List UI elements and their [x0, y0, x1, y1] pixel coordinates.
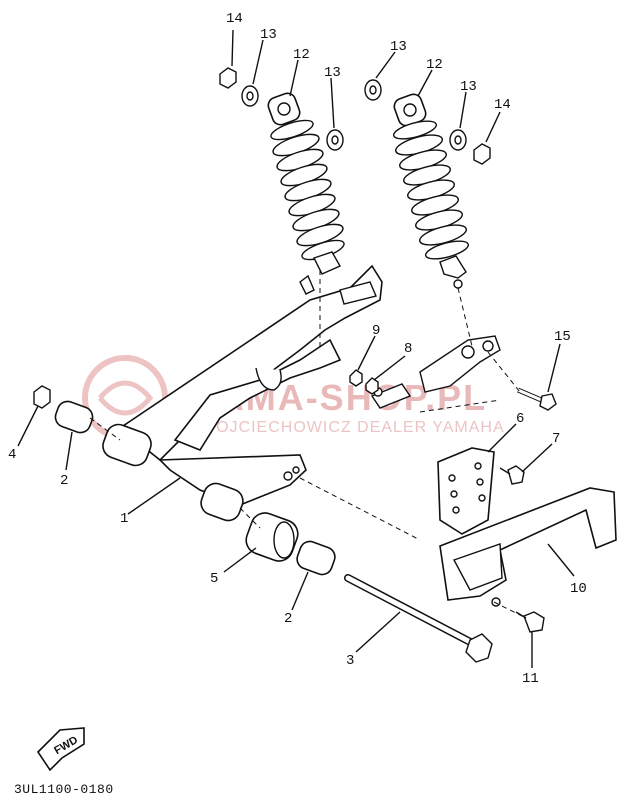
callout-11: 11 — [522, 671, 539, 687]
bracket-plate — [437, 447, 495, 535]
callout-2: 2 — [284, 611, 292, 627]
nut-icon — [473, 143, 491, 165]
callout-7: 7 — [552, 431, 560, 447]
pivot-shaft — [344, 574, 493, 663]
shock-absorber-right — [392, 93, 470, 289]
callout-9: 9 — [372, 323, 380, 339]
nut-icon — [365, 377, 379, 395]
leader-lines — [17, 29, 575, 668]
bolts — [349, 369, 557, 633]
callout-14: 14 — [494, 97, 511, 113]
assembly-lines — [89, 270, 527, 619]
callout-1: 1 — [120, 511, 128, 527]
callout-12: 12 — [293, 47, 310, 63]
callout-14: 14 — [226, 11, 243, 27]
callouts: 14 13 12 13 13 12 13 14 9 8 15 4 6 7 2 1… — [8, 11, 587, 687]
swingarm — [118, 264, 383, 506]
callout-13: 13 — [260, 27, 277, 43]
callout-5: 5 — [210, 571, 218, 587]
nut-icon — [349, 369, 363, 387]
drawing-code: 3UL1100-0180 — [14, 782, 114, 797]
callout-8: 8 — [404, 341, 412, 357]
bushings — [33, 385, 336, 576]
nut-icon — [33, 385, 51, 409]
callout-3: 3 — [346, 653, 354, 669]
callout-13: 13 — [324, 65, 341, 81]
callout-13: 13 — [390, 39, 407, 55]
fwd-arrow-icon: FWD — [36, 727, 85, 772]
callout-12: 12 — [426, 57, 443, 73]
callout-13: 13 — [460, 79, 477, 95]
callout-10: 10 — [570, 581, 587, 597]
callout-6: 6 — [516, 411, 524, 427]
callout-15: 15 — [554, 329, 571, 345]
shock-absorber-left — [267, 92, 345, 275]
callout-2: 2 — [60, 473, 68, 489]
nut-icon — [219, 67, 237, 89]
top-fasteners — [219, 67, 491, 165]
callout-4: 4 — [8, 447, 16, 463]
watermark-subline: WOJCIECHOWICZ DEALER YAMAHA — [200, 419, 505, 436]
